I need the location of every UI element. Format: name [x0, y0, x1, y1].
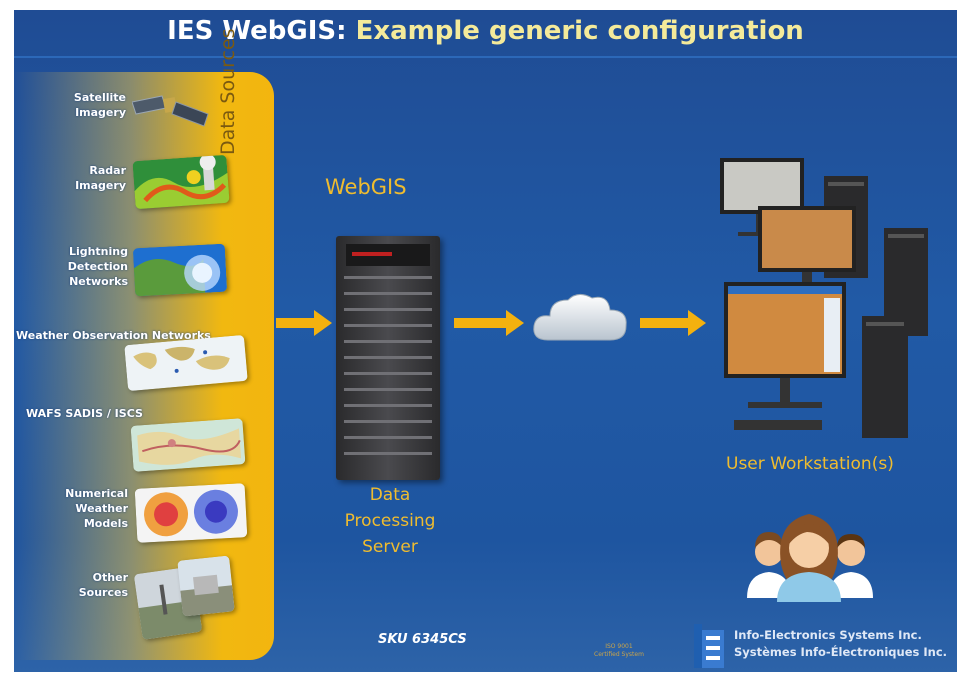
webgis-label: WebGIS: [325, 175, 407, 199]
lightning-globe-icon: [132, 243, 228, 297]
radar-map-icon: [132, 154, 230, 210]
title-part2: Example generic configuration: [355, 16, 804, 46]
company-line1: Info-Electronics Systems Inc.: [734, 628, 922, 642]
satellite-icon: [132, 88, 210, 128]
workstations-label: User Workstation(s): [726, 454, 894, 474]
iso-label: ISO 9001 Certified System: [594, 643, 644, 658]
sku-label: SKU 6345CS: [378, 632, 467, 647]
users-icon: [747, 514, 873, 602]
arrow-server-to-cloud: [454, 310, 526, 336]
source-nwp-label: Numerical Weather Models: [65, 487, 128, 530]
workstation-icon: [720, 158, 928, 438]
photo-icon: [177, 555, 235, 617]
arrow-cloud-to-workstations: [640, 310, 708, 336]
wafs-map-icon: [130, 418, 246, 472]
source-lightning-label: Lightning Detection Networks: [67, 245, 128, 288]
source-wafs-label: WAFS SADIS / ISCS: [26, 407, 143, 420]
slide-title: IES WebGIS: Example generic configuratio…: [14, 16, 957, 46]
arrow-sources-to-server: [276, 310, 332, 336]
title-part1: IES WebGIS:: [167, 16, 347, 46]
server-rack-icon: [336, 236, 440, 480]
source-weather-obs-label: Weather Observation Networks: [16, 329, 211, 342]
ies-logo-icon: [694, 624, 724, 668]
source-satellite-label: Satellite Imagery: [73, 91, 126, 119]
cloud-icon: [533, 294, 627, 341]
world-map-icon: [124, 334, 248, 392]
source-other-label: Other Sources: [78, 571, 128, 599]
server-label: Data Processing Server: [344, 485, 436, 557]
company-name: Info-Electronics Systems Inc. Systèmes I…: [734, 627, 947, 661]
weather-model-icon: [134, 483, 248, 543]
company-line2: Systèmes Info-Électroniques Inc.: [734, 645, 948, 659]
title-divider: [14, 56, 957, 58]
source-radar-label: Radar Imagery: [75, 164, 126, 192]
data-sources-label: Data Sources: [217, 28, 239, 155]
slide: IES WebGIS: Example generic configuratio…: [14, 10, 957, 672]
